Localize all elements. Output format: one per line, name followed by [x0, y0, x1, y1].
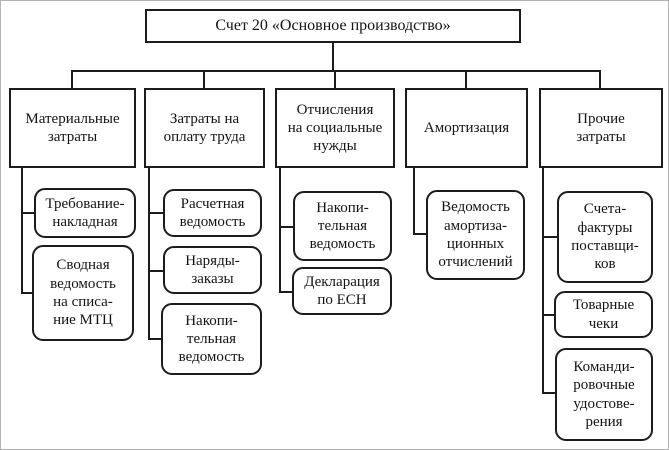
doc-box-esn-declaration: Декларация по ЕСН [292, 267, 392, 315]
connector-spine-other [542, 168, 544, 394]
connector-stub [148, 212, 163, 214]
connector-stub [21, 212, 34, 214]
doc-label: Команди- ровочные удостове- рения [573, 358, 635, 430]
root-box-label: Счет 20 «Основное производство» [215, 17, 451, 35]
connector-stub [279, 291, 292, 293]
doc-box-cumulative-sheet-social: Накопи- тельная ведомость [293, 191, 392, 261]
connector-stub [542, 392, 555, 394]
category-box-other-costs: Прочие затраты [539, 88, 663, 168]
connector-drop-labor [203, 70, 205, 88]
doc-box-sales-receipts: Товарные чеки [554, 291, 653, 338]
doc-label: Сводная ведомость на списа- ние МТЦ [50, 257, 116, 329]
connector-drop-social [334, 70, 336, 88]
doc-label: Расчетная ведомость [179, 195, 246, 230]
category-box-amortization: Амортизация [405, 88, 528, 168]
doc-label: Товарные чеки [572, 297, 635, 332]
connector-drop-other [599, 70, 601, 88]
doc-label: Наряды- заказы [185, 252, 240, 287]
category-label: Затраты на оплату труда [163, 110, 246, 145]
doc-label: Декларация по ЕСН [304, 273, 380, 308]
doc-label: Ведомость амортиза- ционных отчислений [438, 199, 513, 271]
connector-spine-social [279, 168, 281, 293]
category-box-social-contributions: Отчисления на социальные нужды [275, 88, 395, 168]
root-box-account-20: Счет 20 «Основное производство» [145, 9, 521, 43]
doc-box-travel-certificates: Команди- ровочные удостове- рения [555, 348, 653, 441]
connector-stub [148, 270, 163, 272]
connector-drop-amortization [465, 70, 467, 88]
connector-spine-amortization [413, 168, 415, 235]
doc-box-requirement-invoice: Требование- накладная [34, 188, 136, 238]
connector-drop-material [71, 70, 73, 88]
category-label: Амортизация [423, 119, 510, 136]
category-label: Материальные затраты [25, 110, 120, 145]
connector-root-stem [332, 43, 334, 71]
doc-box-supplier-invoices: Счета- фактуры поставщи- ков [557, 191, 653, 283]
doc-label: Требование- накладная [45, 195, 125, 230]
doc-box-writeoff-summary: Сводная ведомость на списа- ние МТЦ [32, 245, 134, 341]
connector-spine-material [21, 168, 23, 293]
doc-label: Счета- фактуры поставщи- ков [571, 201, 639, 273]
connector-stub [542, 236, 557, 238]
connector-stub [21, 292, 32, 294]
doc-box-payroll-sheet: Расчетная ведомость [163, 189, 262, 237]
connector-stub [542, 314, 554, 316]
category-label: Отчисления на социальные нужды [287, 101, 383, 155]
category-box-labor-costs: Затраты на оплату труда [144, 88, 265, 168]
doc-label: Накопи- тельная ведомость [309, 199, 376, 253]
category-label: Прочие затраты [576, 110, 626, 145]
connector-stub [148, 338, 161, 340]
connector-spine-labor [148, 168, 150, 339]
doc-box-cumulative-sheet-labor: Накопи- тельная ведомость [161, 303, 262, 375]
connector-bus [71, 70, 601, 72]
category-box-material-costs: Материальные затраты [9, 88, 136, 168]
doc-box-work-orders: Наряды- заказы [163, 246, 262, 294]
doc-box-amortization-sheet: Ведомость амортиза- ционных отчислений [426, 190, 525, 280]
doc-label: Накопи- тельная ведомость [178, 312, 245, 366]
connector-stub [279, 226, 293, 228]
connector-stub [413, 233, 426, 235]
